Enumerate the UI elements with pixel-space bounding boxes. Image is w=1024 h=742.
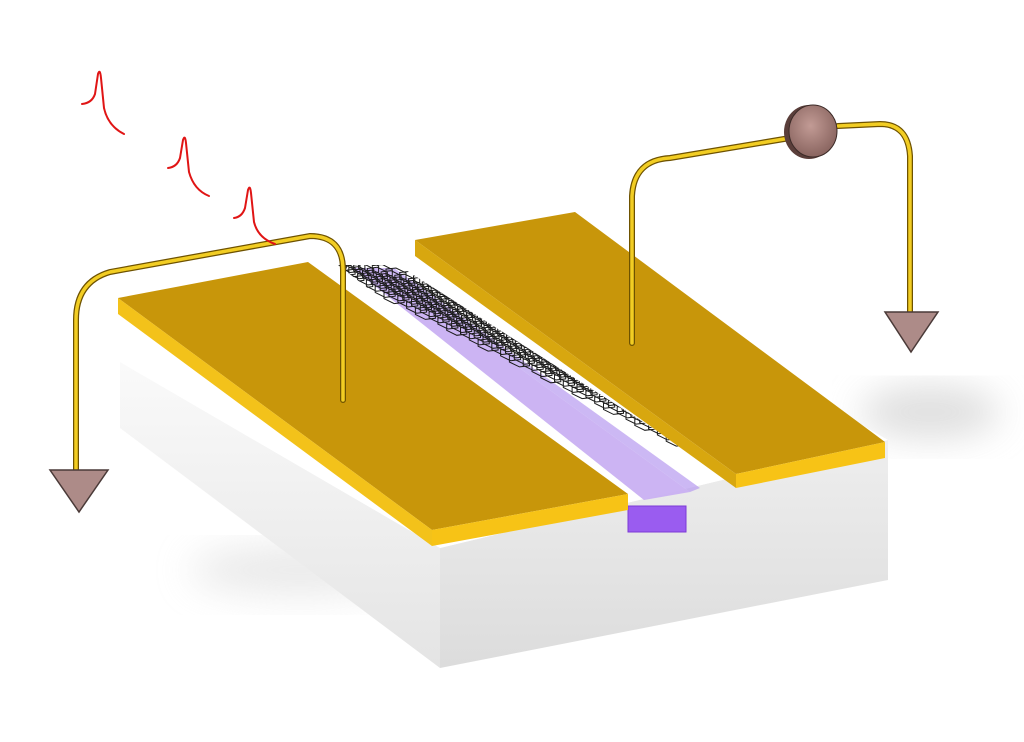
light-pulse-1 [81,70,125,135]
substrate-front-face [120,362,440,668]
left-wire [73,232,346,475]
right-wire [629,120,913,346]
light-pulse-3 [233,186,276,245]
left-electrode-front-edge [118,298,432,546]
left-electrode-top [118,262,628,530]
waveguide-stripe [382,268,700,492]
current-meter [784,104,838,159]
waveguide [627,505,687,533]
substrate-right-face [440,440,888,668]
right-electrode-top [415,212,885,474]
left-electrode [118,262,628,546]
right-electrode-right-edge [736,442,885,488]
ground-left [48,469,110,514]
right-electrode-front-edge [415,240,736,488]
left-electrode-right-edge [432,494,628,546]
light-pulse [81,70,276,245]
ground-right [883,311,940,354]
right-electrode [415,212,885,488]
light-pulse-2 [167,136,210,197]
waveguide-top [352,268,690,500]
graphene-sheet [338,265,712,533]
